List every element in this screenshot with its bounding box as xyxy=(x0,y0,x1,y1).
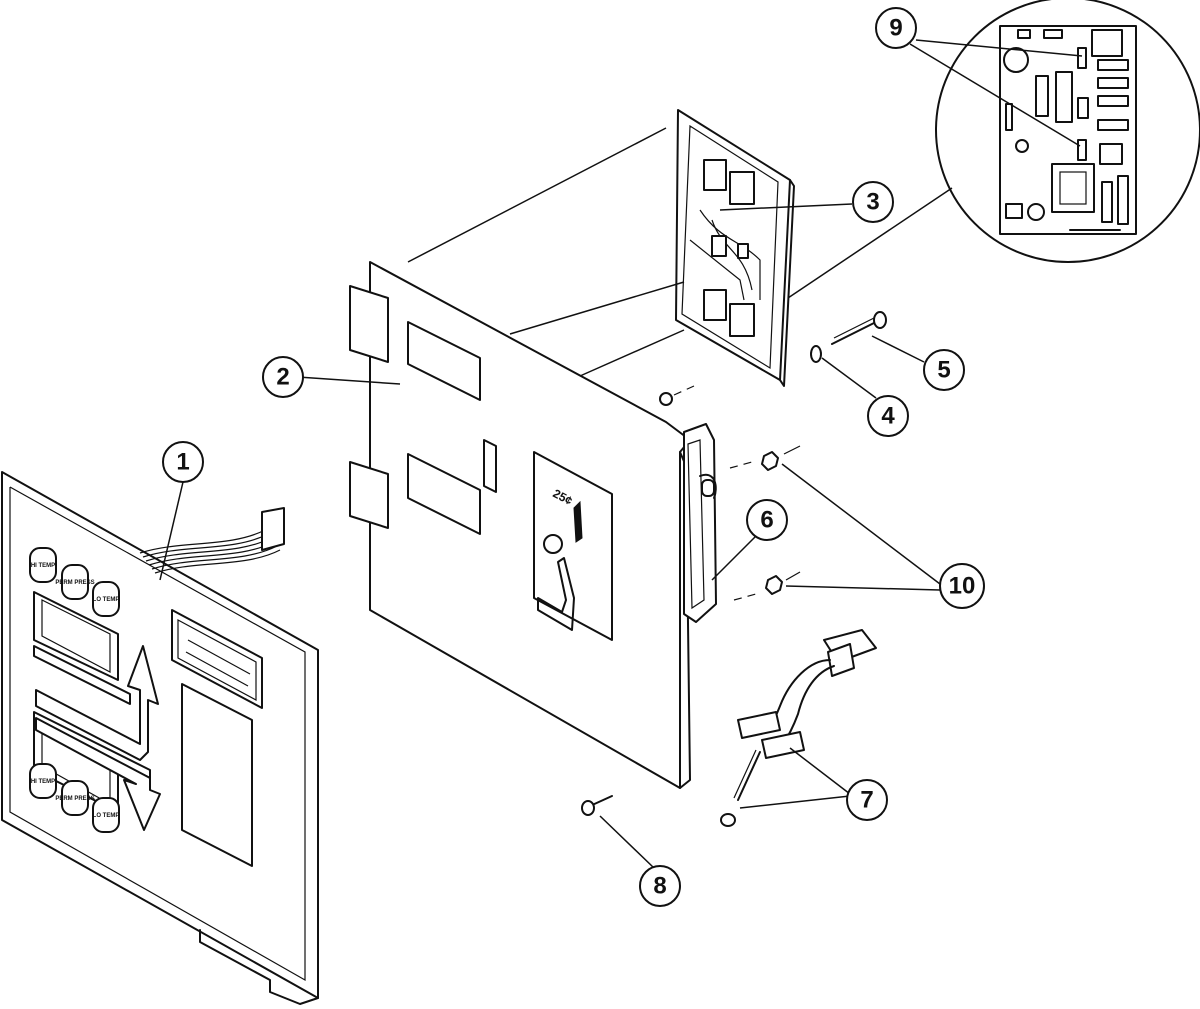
bottom-hi-temp-button xyxy=(29,763,57,799)
callout-6-number: 6 xyxy=(760,507,773,534)
bottom-perm-press-label: PERM PRESS xyxy=(55,796,94,802)
callout-5: 5 xyxy=(923,349,965,391)
lower-foam-pad xyxy=(349,461,389,529)
fuse-lower xyxy=(1077,139,1087,161)
bottom-lo-temp-button xyxy=(92,797,120,833)
washer xyxy=(810,345,822,363)
top-display-window xyxy=(33,591,119,681)
callout-8: 8 xyxy=(639,865,681,907)
lower-led-display-a xyxy=(703,289,727,321)
control-panel-plate: 25¢ xyxy=(349,261,695,789)
front-overlay-panel: HI TEMP PERM PRESS LO TEMP HI TEMP PERM … xyxy=(1,471,319,1005)
circuit-board xyxy=(675,109,795,387)
callout-7: 7 xyxy=(846,779,888,821)
pcb-detail-magnifier xyxy=(935,0,1200,263)
top-hi-temp-button xyxy=(29,547,57,583)
switch-block-upper xyxy=(737,711,781,739)
callout-4: 4 xyxy=(867,395,909,437)
callout-1-number: 1 xyxy=(176,449,189,476)
upper-display-cutout xyxy=(407,321,481,401)
connector-top xyxy=(1091,29,1123,57)
wire-harness xyxy=(720,629,877,827)
screw-part-5 xyxy=(831,311,887,345)
nut-lower-right xyxy=(765,575,783,595)
top-perm-press-label: PERM PRESS xyxy=(55,580,94,586)
coin-lever xyxy=(537,557,575,631)
coin-acceptor xyxy=(683,423,717,623)
top-hi-temp-label: HI TEMP xyxy=(31,563,55,569)
callout-6: 6 xyxy=(746,499,788,541)
blank-label-area xyxy=(181,683,253,867)
top-lo-temp-label: LO TEMP xyxy=(93,597,120,603)
nut-upper-right xyxy=(761,451,779,471)
instruction-label xyxy=(171,609,263,709)
down-arrow-icon xyxy=(35,717,161,831)
up-arrow-icon xyxy=(35,645,159,761)
callout-3: 3 xyxy=(852,181,894,223)
callout-9-number: 9 xyxy=(889,15,902,42)
callout-10-number: 10 xyxy=(949,573,976,600)
bottom-lo-temp-label: LO TEMP xyxy=(93,813,120,819)
upper-led-display-b xyxy=(729,171,755,205)
callout-10: 10 xyxy=(939,563,985,609)
top-keypad: HI TEMP PERM PRESS LO TEMP xyxy=(29,547,120,617)
fuse-upper xyxy=(1077,47,1087,69)
callout-7-number: 7 xyxy=(860,787,873,814)
top-perm-press-button xyxy=(61,564,89,600)
nut-upper xyxy=(659,392,673,406)
upper-led-display-a xyxy=(703,159,727,191)
lower-display-cutout xyxy=(407,453,481,535)
bottom-keypad: HI TEMP PERM PRESS LO TEMP xyxy=(29,763,120,833)
callout-8-number: 8 xyxy=(653,873,666,900)
slot-cutout xyxy=(483,439,497,493)
connector-middle xyxy=(1099,143,1123,165)
lower-led-display-b xyxy=(729,303,755,337)
callout-2-number: 2 xyxy=(276,364,289,391)
callout-5-number: 5 xyxy=(937,357,950,384)
callout-2: 2 xyxy=(262,356,304,398)
callout-3-number: 3 xyxy=(866,189,879,216)
callout-4-number: 4 xyxy=(881,403,895,430)
upper-foam-pad xyxy=(349,285,389,363)
ribbon-cable xyxy=(139,507,285,574)
callout-9: 9 xyxy=(875,7,917,49)
bottom-hi-temp-label: HI TEMP xyxy=(31,779,55,785)
callout-1: 1 xyxy=(162,441,204,483)
screw-part-8 xyxy=(581,795,613,816)
bottom-perm-press-button xyxy=(61,780,89,816)
coin-button xyxy=(543,534,563,554)
top-lo-temp-button xyxy=(92,581,120,617)
coin-slot-icon xyxy=(573,500,583,543)
coin-mechanism-plate xyxy=(533,451,613,641)
